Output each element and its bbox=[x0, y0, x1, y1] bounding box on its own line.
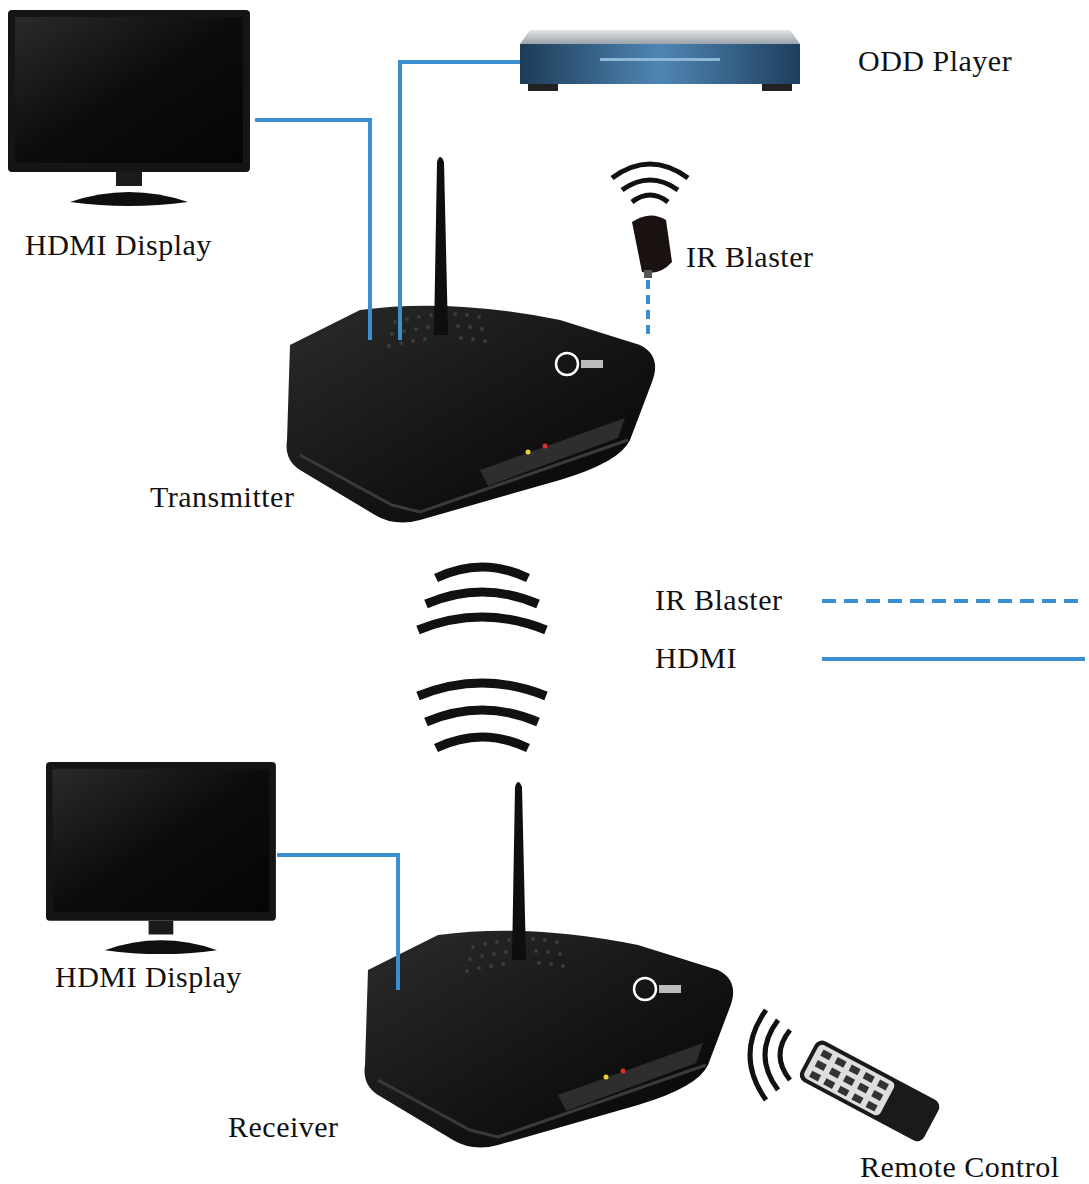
hdmi-cable bbox=[277, 855, 398, 990]
solid-line-sample bbox=[822, 641, 1087, 677]
device-label: HDMI Display bbox=[25, 228, 212, 262]
legend-entry: HDMI bbox=[655, 641, 1087, 677]
device-label: Transmitter bbox=[150, 480, 294, 514]
ir-cable bbox=[646, 280, 650, 340]
receiver: Receiver bbox=[362, 990, 740, 1110]
legend-line bbox=[822, 599, 1085, 603]
legend-line bbox=[822, 657, 1085, 661]
device-label: Remote Control bbox=[860, 1150, 1059, 1184]
dashed-line-sample bbox=[822, 583, 1087, 619]
legend-text: HDMI bbox=[655, 641, 737, 675]
remote-control: Remote Control bbox=[795, 1035, 940, 1145]
odd-player: ODD Player bbox=[520, 22, 802, 97]
device-label: IR Blaster bbox=[686, 240, 813, 274]
hdmi-display: HDMI Display bbox=[5, 8, 255, 203]
device-label: ODD Player bbox=[858, 44, 1012, 78]
hdmi-display: HDMI Display bbox=[45, 760, 277, 950]
hdmi-cable bbox=[400, 62, 520, 340]
legend-entry: IR Blaster bbox=[655, 583, 1087, 619]
transmitter: Transmitter bbox=[285, 340, 655, 525]
ir-blaster: IR Blaster bbox=[615, 212, 690, 280]
legend-text: IR Blaster bbox=[655, 583, 782, 617]
hdmi-cable bbox=[255, 120, 370, 340]
device-label: HDMI Display bbox=[55, 960, 242, 994]
device-label: Receiver bbox=[228, 1110, 339, 1144]
